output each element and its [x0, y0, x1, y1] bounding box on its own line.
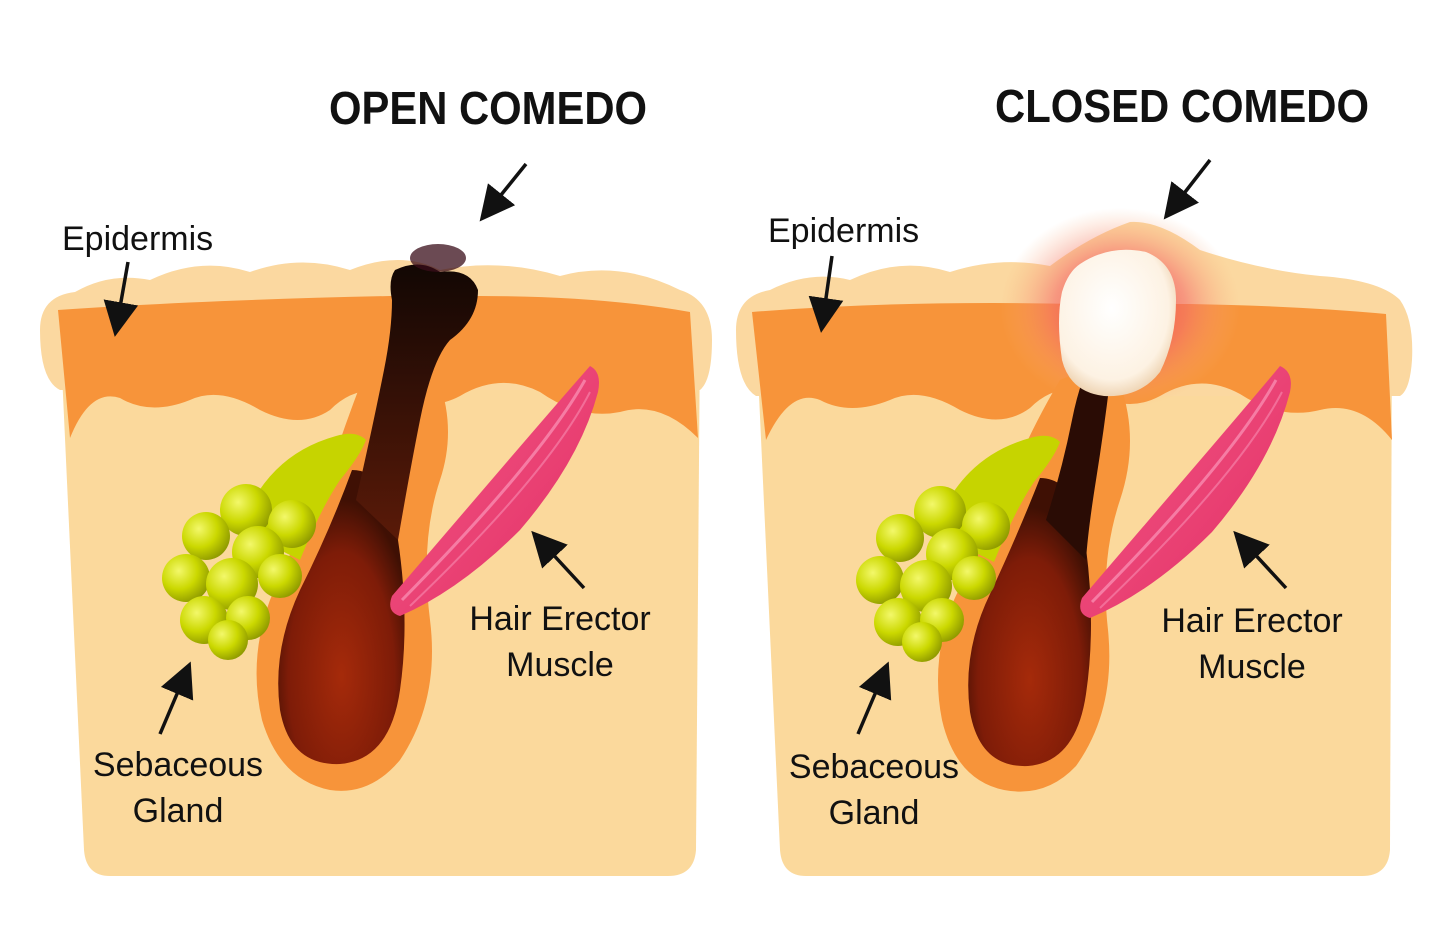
arrow-muscle	[531, 530, 586, 590]
label-sebaceous-line1: Sebaceous	[93, 746, 263, 784]
hair-erector-muscle	[390, 366, 599, 616]
blackhead-plug	[356, 264, 478, 540]
arrow-muscle	[1233, 530, 1288, 590]
sebaceous-gland	[162, 484, 316, 660]
label-epidermis: Epidermis	[768, 212, 919, 250]
label-muscle-line1: Hair Erector	[1161, 602, 1342, 640]
label-muscle-line1: Hair Erector	[469, 600, 650, 638]
arrow-epidermis	[103, 261, 139, 337]
hair-erector-muscle	[1080, 366, 1291, 618]
hair-bulb	[968, 478, 1091, 767]
hair-shaft	[1046, 371, 1110, 560]
arrow-closed-comedo	[1163, 158, 1212, 220]
label-sebaceous-line2: Gland	[829, 794, 920, 832]
pore-mark	[410, 244, 466, 272]
panel-title: CLOSED COMEDO	[995, 80, 1369, 132]
panel-title: OPEN COMEDO	[329, 82, 647, 134]
panel-open-comedo: OPEN COMEDO Epidermis Sebaceous Gland Ha…	[40, 82, 712, 876]
label-muscle-line2: Muscle	[506, 646, 614, 684]
arrow-sebaceous	[158, 661, 194, 735]
label-sebaceous-line1: Sebaceous	[789, 748, 959, 786]
hair-bulb	[278, 470, 405, 765]
label-muscle-line2: Muscle	[1198, 648, 1306, 686]
arrow-open-comedo	[479, 162, 528, 222]
arrow-epidermis	[808, 255, 844, 333]
label-sebaceous-line2: Gland	[133, 792, 224, 830]
arrow-sebaceous	[856, 661, 892, 735]
panel-closed-comedo: CLOSED COMEDO Epidermis Sebaceous Gland …	[736, 80, 1413, 876]
whitehead	[1059, 249, 1176, 397]
label-epidermis: Epidermis	[62, 220, 213, 258]
sebaceous-gland	[856, 486, 1010, 662]
